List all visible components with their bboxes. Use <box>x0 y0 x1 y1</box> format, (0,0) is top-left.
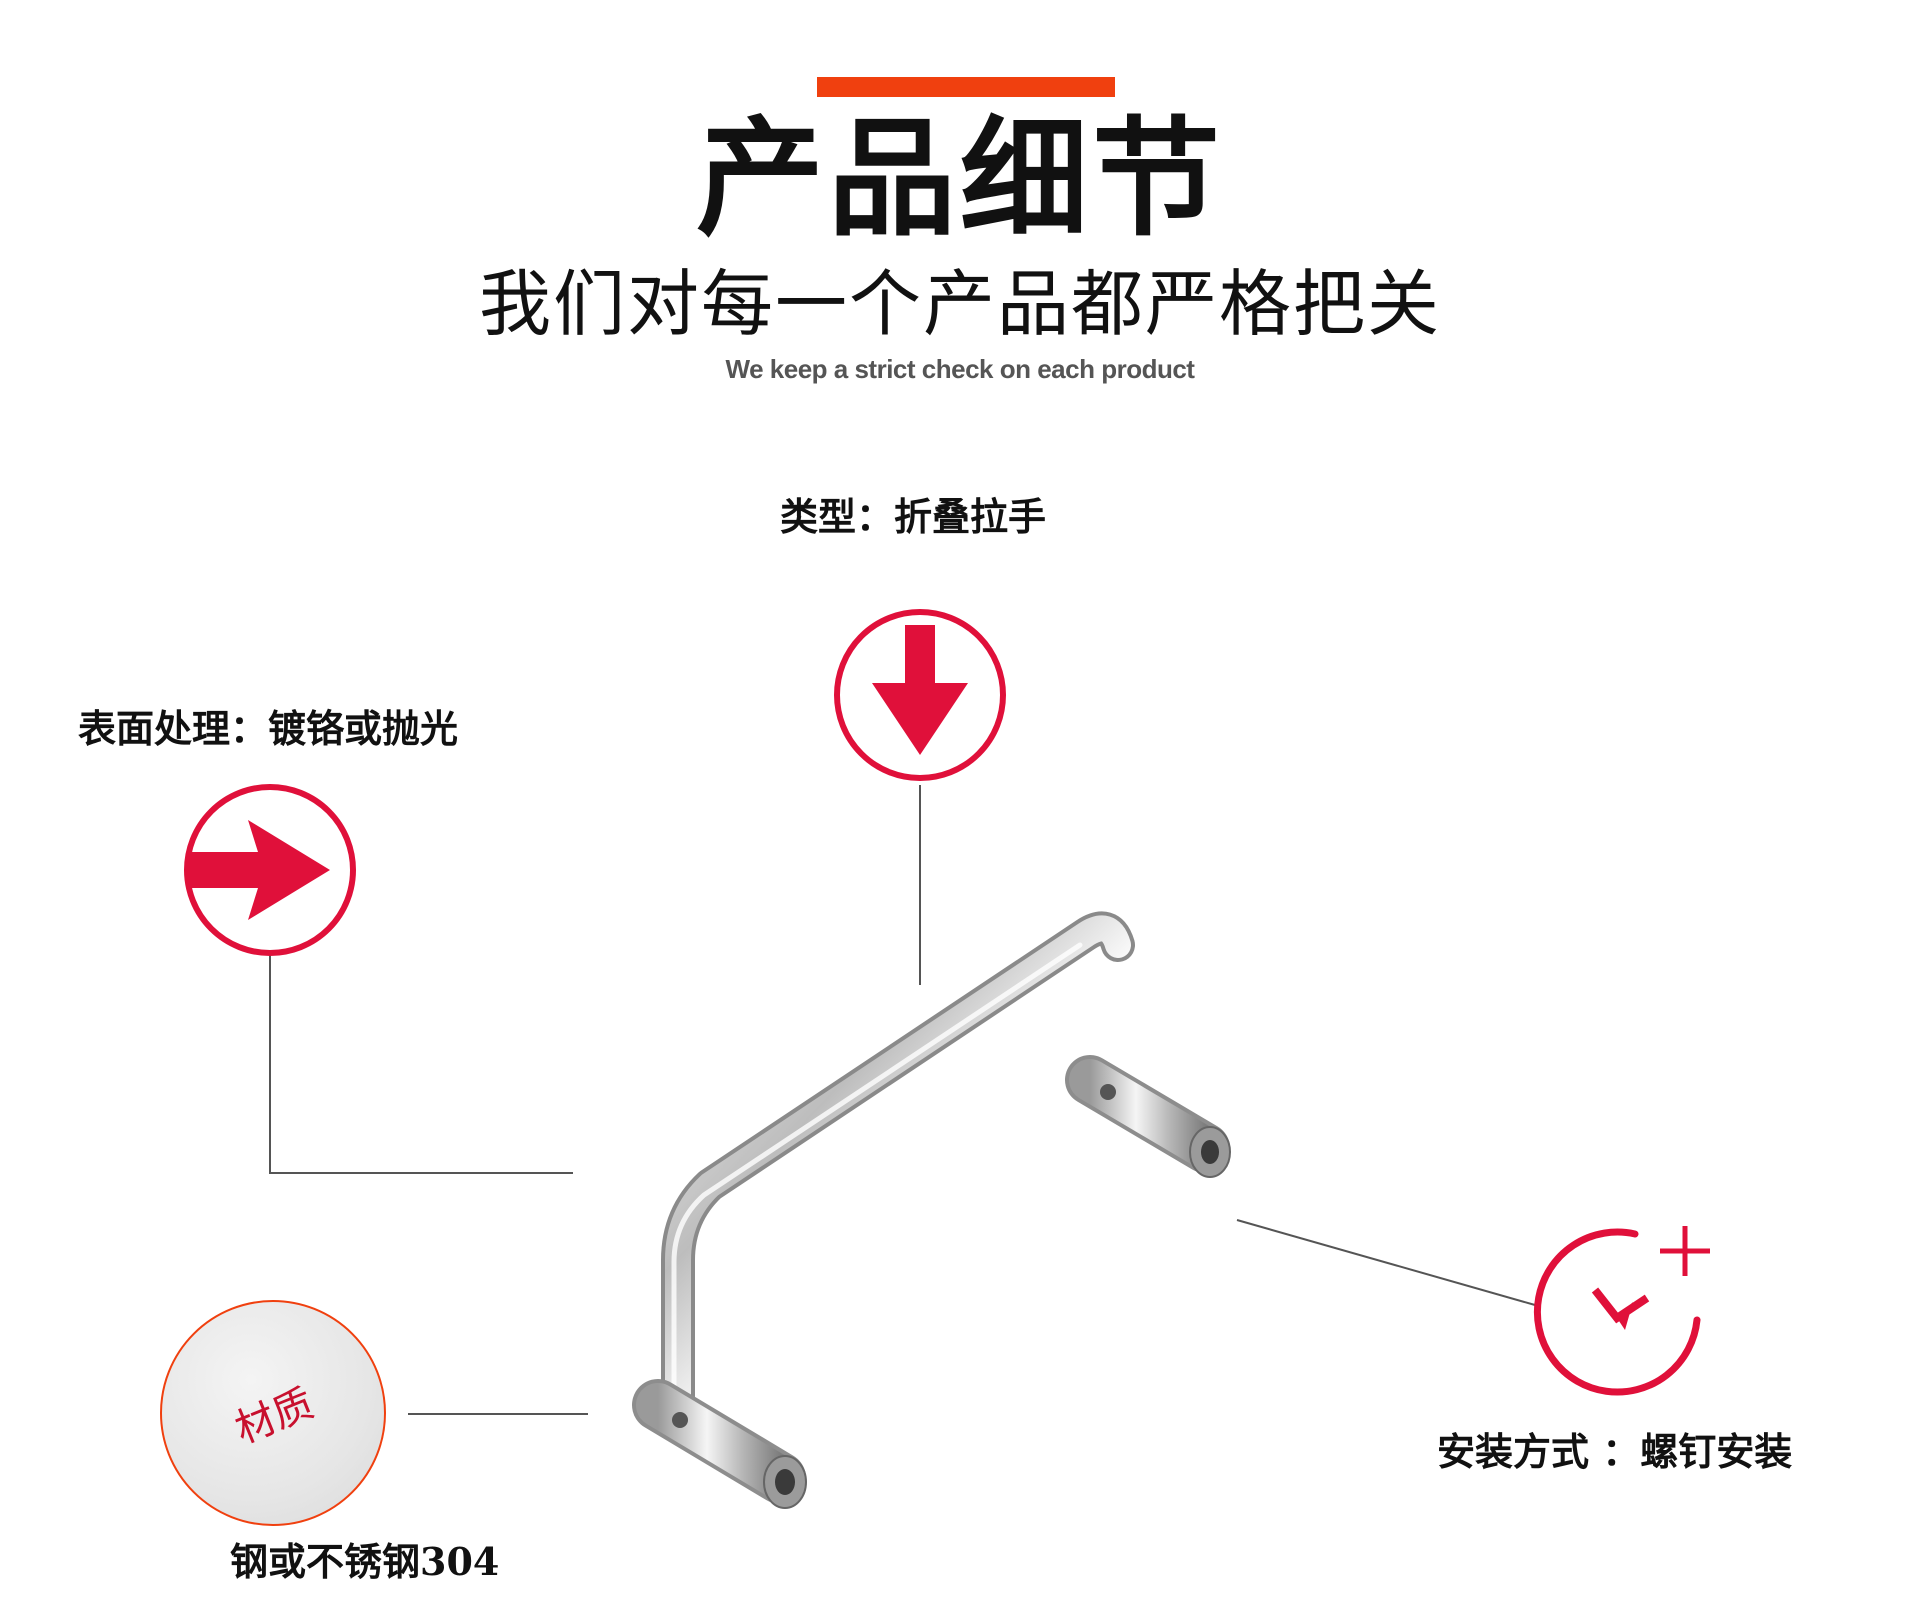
install-leader-line <box>1236 1219 1536 1306</box>
surface-treatment-label: 表面处理：镀铬或抛光 <box>78 706 459 751</box>
clock-plus-icon <box>1533 1226 1710 1396</box>
installation-label: 安装方式 ：螺钉安装 <box>1437 1429 1793 1474</box>
material-label: 钢或不锈钢304 <box>230 1539 500 1584</box>
material-badge <box>160 1300 386 1526</box>
type-label: 类型：折叠拉手 <box>780 494 1047 539</box>
accent-bar <box>817 77 1115 97</box>
page-subtitle-english: We keep a strict check on each product <box>725 354 1195 384</box>
page-title: 产品细节 <box>695 105 1224 254</box>
page-subtitle: 我们对每一个产品都严格把关 <box>478 262 1441 346</box>
right-arrow-icon <box>184 784 356 956</box>
surface-leader-line <box>269 945 573 1174</box>
down-arrow-icon <box>834 609 1006 781</box>
